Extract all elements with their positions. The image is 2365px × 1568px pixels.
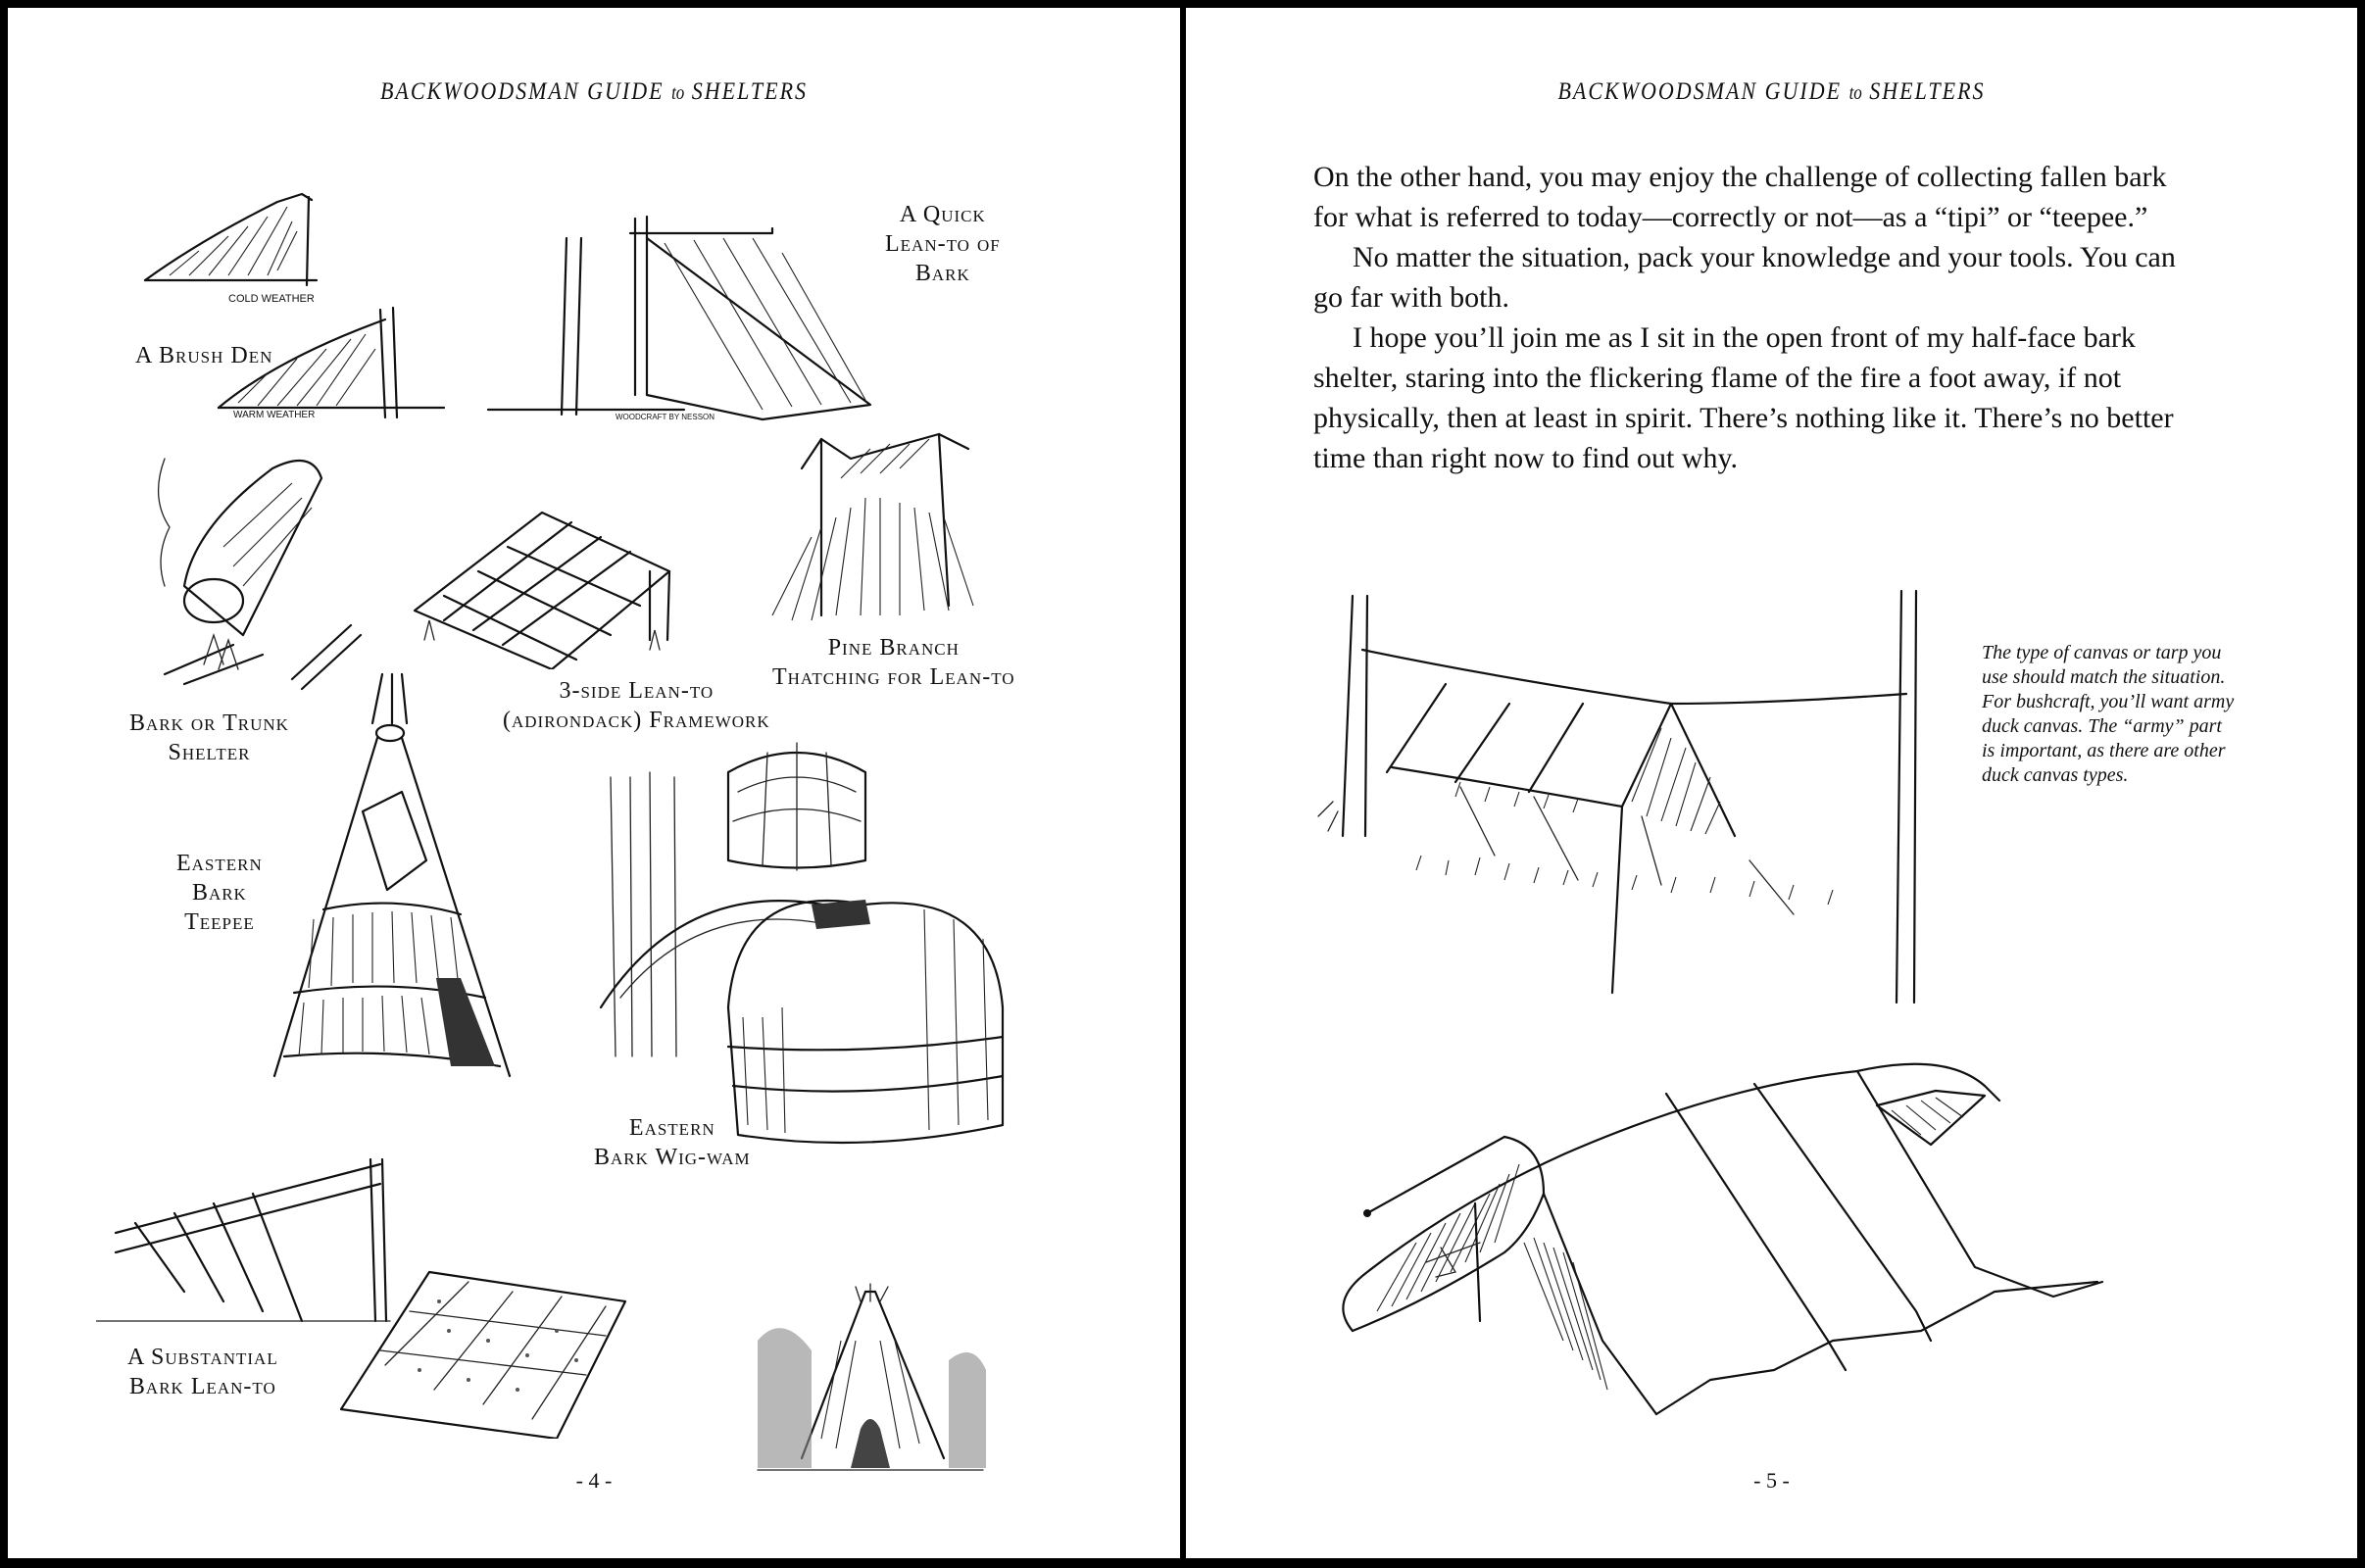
running-head-left: BACKWOODSMAN GUIDE to SHELTERS — [379, 76, 809, 105]
brush-den-illustration: COLD WEATHER WARM WEATHER — [140, 182, 454, 427]
caption-substantial-bark-lean-to: A Substantial Bark Lean-to — [127, 1345, 278, 1399]
svg-text:COLD WEATHER: COLD WEATHER — [228, 293, 315, 305]
teepee-engraving-illustration — [753, 1282, 988, 1478]
running-head-right: BACKWOODSMAN GUIDE to SHELTERS — [1557, 76, 1986, 105]
caption-brush-den: A Brush Den — [135, 343, 273, 368]
paragraph: I hope you’ll join me as I sit in the op… — [1313, 321, 2174, 474]
bark-trunk-shelter-illustration — [125, 439, 370, 704]
caption-eastern-bark-teepee: Eastern Bark Teepee — [176, 851, 263, 935]
caption-adirondack-framework: 3-side Lean-to (adirondack) Framework — [503, 678, 770, 733]
body-text: On the other hand, you may enjoy the cha… — [1313, 157, 2176, 478]
svg-text:WARM WEATHER: WARM WEATHER — [233, 410, 315, 420]
caption-pine-thatching: Pine Branch Thatching for Lean-to — [772, 635, 1015, 690]
right-page: BACKWOODSMAN GUIDE to SHELTERS On the ot… — [1186, 8, 2357, 1558]
tarp-shelter-illustration — [1308, 581, 1995, 1022]
eastern-bark-wigwam-illustration — [571, 713, 1110, 1164]
eastern-bark-teepee-illustration — [265, 664, 519, 1096]
svg-text:WOODCRAFT BY NESSON: WOODCRAFT BY NESSON — [616, 413, 714, 421]
caption-quick-lean-to: A Quick Lean-to of Bark — [885, 202, 1001, 286]
pine-thatching-illustration — [743, 419, 998, 635]
caption-bark-trunk-shelter: Bark or Trunk Shelter — [129, 710, 289, 765]
page-number-left: - 4 - — [575, 1468, 613, 1493]
curved-canvas-shelter-illustration — [1308, 1047, 2308, 1429]
substantial-bark-lean-to-illustration — [96, 1145, 645, 1439]
paragraph: No matter the situation, pack your knowl… — [1313, 241, 2176, 314]
left-page: BACKWOODSMAN GUIDE to SHELTERS COLD WEAT… — [8, 8, 1180, 1558]
quick-lean-to-illustration: WOODCRAFT BY NESSON — [439, 199, 900, 424]
sidebar-note: The type of canvas or tarp you use shoul… — [1982, 642, 2235, 786]
adirondack-framework-illustration — [405, 503, 679, 669]
page-number-right: - 5 - — [1753, 1468, 1790, 1493]
paragraph: On the other hand, you may enjoy the cha… — [1313, 161, 2167, 233]
caption-eastern-bark-wigwam: Eastern Bark Wig-wam — [594, 1115, 751, 1170]
